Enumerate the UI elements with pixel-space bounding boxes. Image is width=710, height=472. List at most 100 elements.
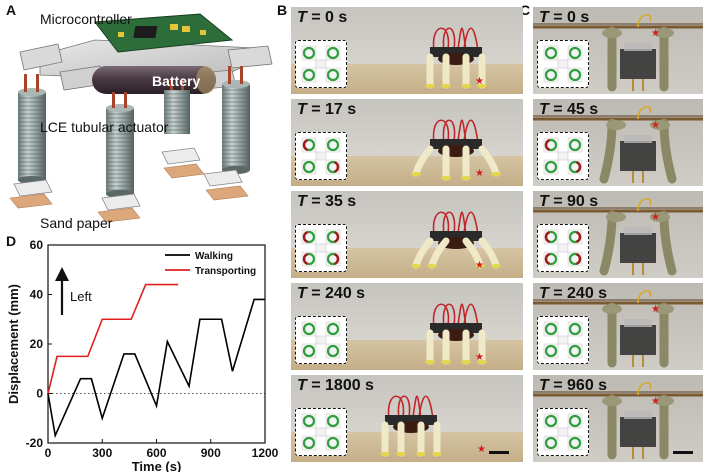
- left-direction-arrow: [55, 267, 69, 315]
- photo-frame-c-4: T = 960 s ★: [533, 375, 703, 462]
- microcontroller-board: [94, 13, 234, 53]
- leg-state-inset: [295, 224, 347, 272]
- time-symbol: T: [539, 377, 549, 394]
- y-tick-label: -20: [26, 436, 44, 450]
- time-equals: =: [548, 193, 568, 210]
- time-label: T = 45 s: [539, 101, 598, 119]
- y-tick-label: 60: [30, 238, 44, 252]
- panel-c-letter: C: [520, 2, 531, 18]
- marker-star: ★: [651, 396, 660, 407]
- leg-state-indicator: [301, 343, 317, 359]
- time-value: 240 s: [325, 285, 366, 302]
- leg-state-indicator: [543, 321, 559, 337]
- leg-state-inset: [295, 316, 347, 364]
- series-line-walking: [47, 298, 265, 439]
- lce-actuator-front-center: [106, 92, 134, 198]
- time-symbol: T: [297, 9, 307, 26]
- x-axis-label: Time (s): [132, 459, 182, 472]
- leg-state-indicator: [567, 45, 583, 61]
- photo-frame-b-1: T = 17 s★: [291, 99, 523, 186]
- leg-state-indicator: [301, 159, 317, 175]
- leg-state-indicator: [301, 321, 317, 337]
- time-value: 960 s: [567, 377, 608, 394]
- scale-bar: [673, 451, 693, 454]
- leg-state-indicator: [325, 343, 341, 359]
- leg-state-indicator: [543, 159, 559, 175]
- leg-state-indicator: [325, 45, 341, 61]
- robot-figure: [425, 27, 487, 89]
- marker-star: ★: [475, 168, 484, 179]
- label-sand-paper: Sand paper: [40, 215, 113, 231]
- marker-star: ★: [651, 120, 660, 131]
- scale-bar: [489, 451, 509, 454]
- photo-frame-c-3: T = 240 s ★: [533, 283, 703, 370]
- leg-state-indicator: [301, 413, 317, 429]
- time-symbol: T: [297, 193, 307, 210]
- x-tick-label: 900: [201, 446, 221, 460]
- marker-star: ★: [475, 260, 484, 271]
- legend-label-transporting: Transporting: [195, 266, 256, 277]
- foot-clip: [13, 147, 243, 211]
- leg-state-indicator: [301, 229, 317, 245]
- leg-state-indicator: [567, 159, 583, 175]
- time-value: 0 s: [567, 9, 590, 26]
- time-label: T = 1800 s: [297, 377, 374, 395]
- marker-star: ★: [477, 444, 486, 455]
- leg-state-indicator: [543, 413, 559, 429]
- time-value: 240 s: [567, 285, 608, 302]
- time-equals: =: [548, 101, 568, 118]
- time-equals: =: [306, 285, 326, 302]
- time-value: 45 s: [567, 101, 599, 118]
- leg-state-indicator: [567, 321, 583, 337]
- leg-state-indicator: [301, 251, 317, 267]
- marker-star: ★: [651, 304, 660, 315]
- leg-state-indicator: [301, 45, 317, 61]
- leg-state-indicator: [567, 435, 583, 451]
- y-tick-label: 40: [30, 288, 44, 302]
- label-lce-actuator: LCE tubular actuator: [40, 119, 169, 135]
- leg-state-inset: [537, 40, 589, 88]
- panel-b-letter: B: [277, 2, 288, 18]
- battery: [92, 66, 216, 94]
- time-symbol: T: [539, 9, 549, 26]
- marker-star: ★: [475, 352, 484, 363]
- time-value: 90 s: [567, 193, 599, 210]
- photo-frame-b-4: T = 1800 s ★: [291, 375, 523, 462]
- time-equals: =: [306, 101, 326, 118]
- series-line-transporting: [47, 283, 179, 394]
- time-label: T = 240 s: [297, 285, 365, 303]
- time-equals: =: [548, 377, 568, 394]
- robot-figure: [425, 303, 487, 365]
- leg-state-indicator: [543, 229, 559, 245]
- marker-star: ★: [651, 212, 660, 223]
- leg-state-indicator: [543, 45, 559, 61]
- lce-actuator-front-left: [18, 74, 46, 184]
- time-symbol: T: [539, 285, 549, 302]
- y-tick-label: 20: [30, 337, 44, 351]
- leg-state-indicator: [567, 413, 583, 429]
- marker-star: ★: [651, 28, 660, 39]
- leg-state-inset: [295, 40, 347, 88]
- leg-state-indicator: [567, 229, 583, 245]
- sand-paper: [9, 163, 249, 223]
- time-symbol: T: [539, 193, 549, 210]
- leg-state-indicator: [567, 343, 583, 359]
- time-label: T = 240 s: [539, 285, 607, 303]
- time-equals: =: [306, 193, 326, 210]
- time-symbol: T: [539, 101, 549, 118]
- label-microcontroller: Microcontroller: [40, 11, 132, 27]
- label-battery: Battery: [152, 73, 200, 89]
- time-equals: =: [548, 9, 568, 26]
- panel-d-letter: D: [6, 233, 17, 249]
- lce-actuator-middle-right: [164, 78, 190, 134]
- robot-figure: [411, 119, 501, 181]
- leg-state-indicator: [325, 435, 341, 451]
- leg-state-indicator: [543, 435, 559, 451]
- leg-state-inset: [295, 132, 347, 180]
- time-value: 1800 s: [325, 377, 374, 394]
- leg-state-indicator: [301, 67, 317, 83]
- leg-state-inset: [537, 224, 589, 272]
- leg-state-indicator: [543, 67, 559, 83]
